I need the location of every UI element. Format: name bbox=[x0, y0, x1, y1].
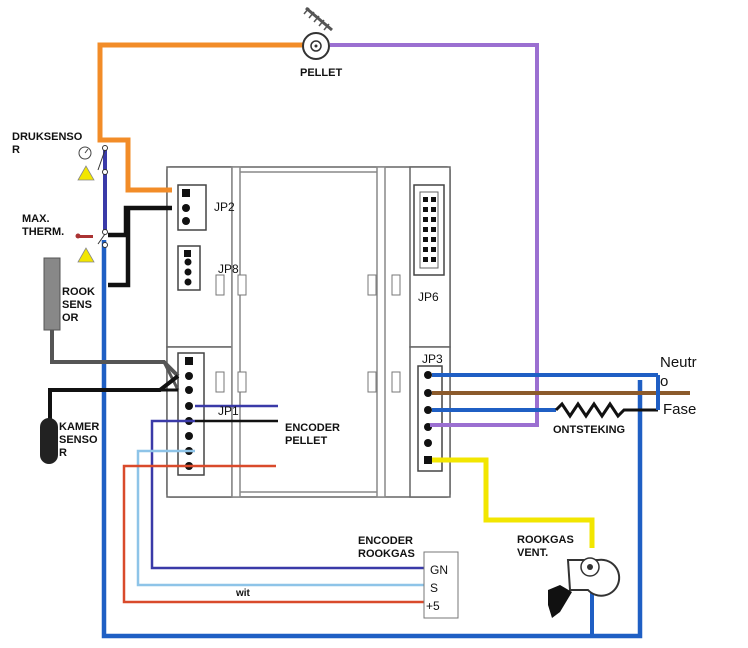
ontsteking-resistor bbox=[554, 401, 658, 419]
encoder-rookgas-box bbox=[423, 551, 459, 619]
board-latches bbox=[215, 274, 401, 393]
pressure-gauge-icon bbox=[78, 146, 92, 160]
jp3-connector bbox=[417, 365, 443, 472]
rook-sensor-label: ROOK SENS OR bbox=[62, 286, 95, 324]
wire-gray bbox=[50, 328, 180, 378]
druksensor-label: DRUKSENSO R bbox=[12, 131, 83, 156]
jp8-connector bbox=[177, 245, 201, 291]
rookgas-vent-label: ROOKGAS VENT. bbox=[517, 534, 574, 559]
plus5-pin-label: +5 bbox=[426, 599, 440, 613]
jp2-label: JP2 bbox=[214, 200, 235, 214]
wire-black-jp2 bbox=[108, 205, 172, 238]
wire-lightblue-rookgas bbox=[136, 449, 428, 587]
wire-blue-loop bbox=[101, 240, 643, 639]
warning-triangle-icon-2 bbox=[77, 247, 95, 263]
wire-black-jp8 bbox=[108, 210, 131, 288]
kamer-sensor-label: KAMER SENSO R bbox=[59, 421, 100, 459]
wire-navy-rookgas bbox=[150, 419, 428, 570]
fase-label: Fase bbox=[663, 401, 697, 418]
wire-orange bbox=[97, 42, 303, 193]
jp1-connector bbox=[177, 352, 205, 476]
jp8-label: JP8 bbox=[218, 262, 239, 276]
max-therm-label: MAX. THERM. bbox=[22, 213, 65, 238]
jp1-label: JP1 bbox=[218, 404, 239, 418]
pellet-motor-icon bbox=[302, 6, 333, 60]
jp2-connector bbox=[177, 184, 207, 231]
gn-pin-label: GN bbox=[430, 563, 448, 577]
s-pin-label: S bbox=[430, 581, 439, 595]
ontsteking-label: ONTSTEKING bbox=[553, 424, 626, 436]
wire-red-rookgas-b bbox=[122, 464, 428, 604]
jp3-label: JP3 bbox=[422, 352, 443, 366]
neutro-label: Neutr o bbox=[660, 354, 697, 390]
wire-black-kamer bbox=[48, 374, 180, 420]
switch-contacts bbox=[97, 145, 108, 248]
warning-triangle-icon-1 bbox=[77, 165, 95, 181]
wit-label: wit bbox=[236, 588, 250, 599]
wire-yellow bbox=[432, 457, 595, 548]
jp6-connector bbox=[413, 184, 445, 276]
thermostat-probe-icon bbox=[75, 233, 93, 239]
wire-purple bbox=[330, 43, 539, 427]
encoder-rookgas-label: ENCODER ROOKGAS bbox=[358, 535, 415, 560]
rookgas-fan-icon bbox=[548, 557, 621, 618]
jp6-label: JP6 bbox=[418, 290, 439, 304]
rook-sensor-probe bbox=[43, 257, 61, 331]
kamer-sensor-probe bbox=[40, 418, 58, 464]
pellet-label: PELLET bbox=[300, 67, 343, 79]
wire-gray-b bbox=[162, 361, 180, 391]
encoder-pellet-label: ENCODER PELLET bbox=[285, 422, 341, 447]
